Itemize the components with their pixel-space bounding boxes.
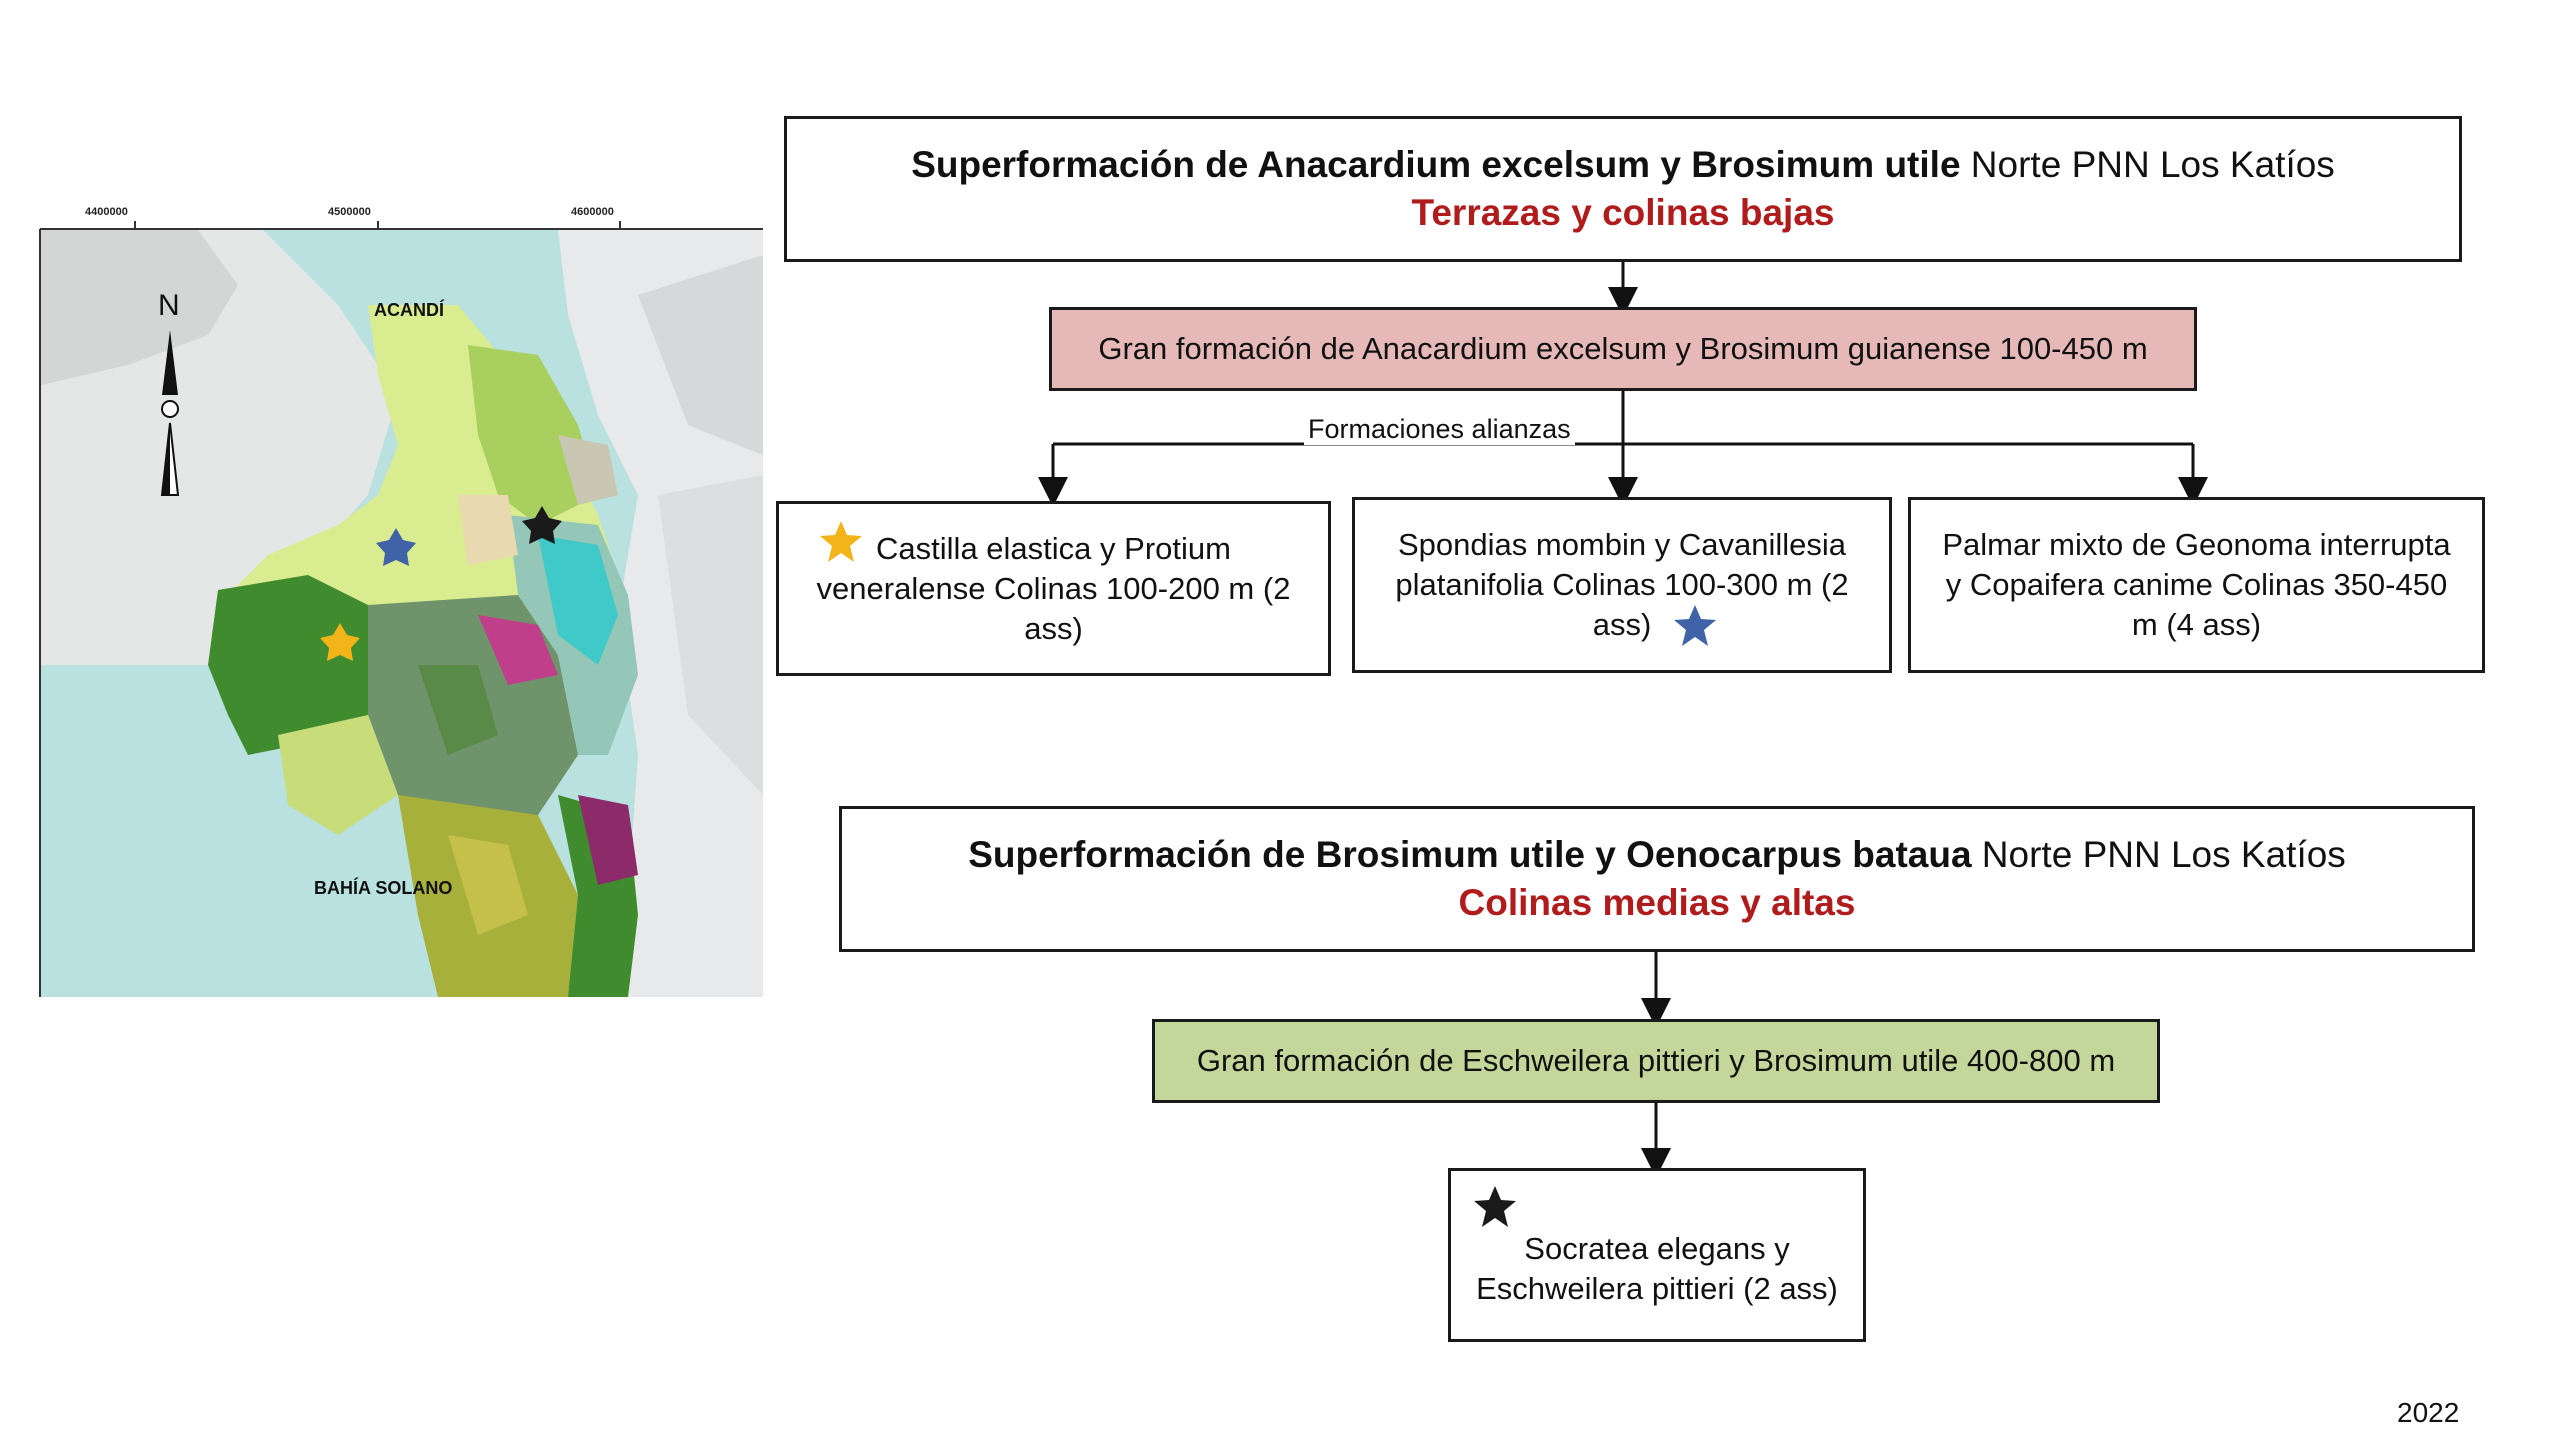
alliances-label: Formaciones alianzas xyxy=(1304,414,1575,445)
x-tick-2: 4500000 xyxy=(328,206,371,218)
bottom-superformation-box: Superformación de Brosimum utile y Oenoc… xyxy=(839,806,2475,952)
map-panel: 4400000 4500000 4600000 2500000 2400000 … xyxy=(21,195,763,997)
alliance-box-1: Castilla elastica y Protium veneralense … xyxy=(776,501,1331,676)
north-label: N xyxy=(158,289,180,322)
alliance-box-2: Spondias mombin y Cavanillesia platanifo… xyxy=(1352,497,1892,673)
bottom-formation-label: Gran formación de Eschweilera pittieri y… xyxy=(1196,1043,2116,1078)
blue-star-icon xyxy=(376,528,416,566)
yellow-star-icon xyxy=(820,521,862,562)
black-star-icon xyxy=(1474,1186,1516,1227)
bottom-superformation-title: Superformación de Brosimum utile y Oenoc… xyxy=(968,834,2346,875)
x-tick-3: 4600000 xyxy=(571,206,614,218)
black-star-icon xyxy=(522,506,562,544)
x-tick-1: 4400000 xyxy=(85,206,128,218)
north-arrow-icon xyxy=(160,330,180,496)
top-superformation-title: Superformación de Anacardium excelsum y … xyxy=(911,144,2335,185)
year-label: 2022 xyxy=(2397,1397,2460,1428)
association-box: Socratea elegans y Eschweilera pittieri … xyxy=(1448,1168,1866,1342)
alliance-text-1: Castilla elastica y Protium veneralense … xyxy=(816,530,1291,646)
blue-star-icon xyxy=(1674,605,1716,646)
alliance-text-3: Palmar mixto de Geonoma interrupta y Cop… xyxy=(1942,527,2451,642)
top-superformation-subtitle: Terrazas y colinas bajas xyxy=(1411,192,1835,233)
place-label-acandi: ACANDÍ xyxy=(374,299,445,320)
vegetation-map: 4400000 4500000 4600000 2500000 2400000 … xyxy=(21,206,763,997)
top-formation-label: Gran formación de Anacardium excelsum y … xyxy=(1098,331,2148,366)
top-formation-box: Gran formación de Anacardium excelsum y … xyxy=(1049,307,2197,391)
alliance-box-3: Palmar mixto de Geonoma interrupta y Cop… xyxy=(1908,497,2485,673)
association-text: Socratea elegans y Eschweilera pittieri … xyxy=(1476,1231,1838,1306)
yellow-star-icon xyxy=(320,623,360,661)
place-label-bahia-solano: BAHÍA SOLANO xyxy=(314,877,452,898)
top-superformation-box: Superformación de Anacardium excelsum y … xyxy=(784,116,2462,262)
bottom-formation-box: Gran formación de Eschweilera pittieri y… xyxy=(1152,1019,2160,1103)
alliance-text-2: Spondias mombin y Cavanillesia platanifo… xyxy=(1395,527,1849,642)
bottom-superformation-subtitle: Colinas medias y altas xyxy=(1458,882,1856,923)
